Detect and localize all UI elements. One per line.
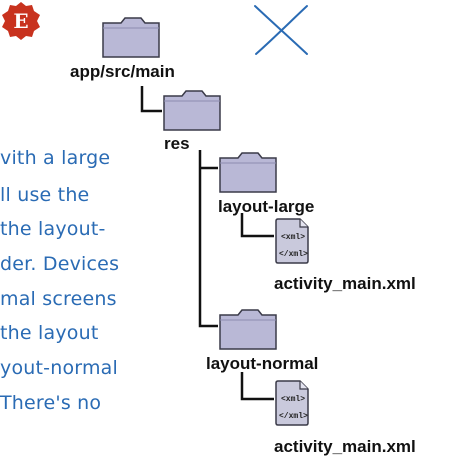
connector-normal-file	[240, 372, 274, 401]
folder-label-res: res	[164, 134, 190, 153]
file-label-normal: activity_main.xml	[274, 437, 416, 456]
xml-open-tag: <xml>	[281, 395, 305, 404]
file-label-large: activity_main.xml	[274, 274, 416, 293]
folder-icon	[219, 309, 277, 350]
note-line: der. Devices	[0, 253, 120, 275]
connector-large-file	[240, 213, 274, 238]
connector-root-res	[140, 86, 162, 113]
xml-close-tag: </xml>	[279, 412, 308, 421]
cross-mark-icon	[254, 5, 308, 55]
note-line: vith a large	[0, 147, 111, 169]
folder-icon	[163, 90, 221, 131]
badge-shape	[2, 2, 40, 40]
note-line: the layout-	[0, 218, 106, 240]
folder-icon	[102, 17, 160, 58]
folder-label-root: app/src/main	[70, 62, 175, 81]
xml-open-tag: <xml>	[281, 233, 305, 242]
xml-file-icon: <xml> </xml>	[275, 218, 309, 264]
xml-close-tag: </xml>	[279, 250, 308, 259]
folder-label-layout-normal: layout-normal	[206, 354, 319, 373]
note-line: mal screens	[0, 288, 117, 310]
folder-label-layout-large: layout-large	[218, 197, 315, 216]
note-line: There's no	[0, 392, 102, 414]
note-line: yout-normal	[0, 357, 118, 379]
badge-letter: E	[13, 9, 28, 33]
note-line: the layout	[0, 322, 99, 344]
folder-icon	[219, 152, 277, 193]
exercise-badge-icon: E	[2, 2, 40, 40]
connector-res-trunk	[198, 150, 218, 328]
xml-file-icon: <xml> </xml>	[275, 380, 309, 426]
note-line: ll use the	[0, 184, 90, 206]
